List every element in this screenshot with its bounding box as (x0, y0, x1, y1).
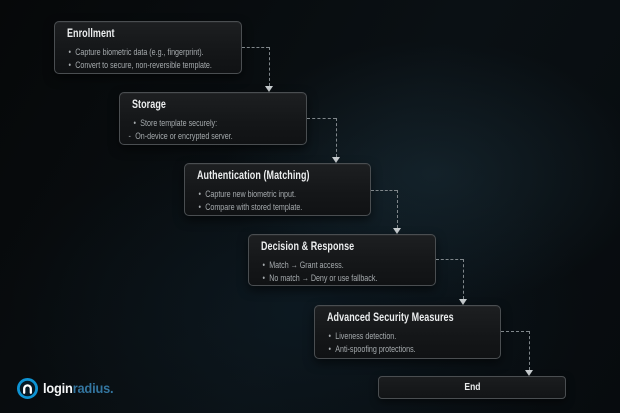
node-authentication-bullet-2: • Compare with stored template. (197, 202, 362, 215)
connector-3-arrowhead-icon (393, 228, 401, 234)
connector-2-horizontal (307, 118, 336, 119)
node-advanced-bullet-2: • Anti-spoofing protections. (327, 344, 492, 357)
node-storage: Storage • Store template securely: - On-… (119, 92, 307, 145)
connector-4-horizontal (436, 259, 463, 260)
bullet-marker: - (128, 130, 131, 142)
connector-1-arrowhead-icon (265, 86, 273, 92)
node-decision-bullet-2: • No match → Deny or use fallback. (261, 273, 427, 286)
connector-4-arrowhead-icon (459, 299, 467, 305)
connector-5-horizontal (501, 331, 529, 332)
connector-3-horizontal (371, 190, 397, 191)
connector-2-vertical (336, 118, 337, 157)
bullet-text: Capture biometric data (e.g., fingerprin… (75, 47, 204, 58)
connector-2-arrowhead-icon (332, 157, 340, 163)
bullet-text: Match → Grant access. (269, 260, 344, 271)
connector-4-vertical (463, 259, 464, 299)
node-decision-response-title: Decision & Response (261, 241, 355, 253)
connector-3-vertical (397, 190, 398, 228)
bullet-marker: • (262, 260, 265, 271)
connector-5-arrowhead-icon (525, 370, 533, 376)
bullet-marker: • (328, 343, 331, 355)
bullet-marker: • (133, 118, 136, 129)
bullet-text: Compare with stored template. (205, 201, 303, 213)
bullet-text: Store template securely: (140, 118, 218, 129)
node-end: End (378, 376, 566, 399)
node-storage-bullet-1: • Store template securely: (132, 118, 298, 131)
bullet-marker: • (68, 59, 71, 71)
loginradius-logo: loginradius. (17, 378, 117, 399)
loginradius-logo-text: loginradius. (43, 381, 114, 396)
loginradius-logo-icon (17, 378, 38, 399)
connector-1-horizontal (242, 47, 269, 48)
node-authentication-bullet-1: • Capture new biometric input. (197, 189, 362, 202)
logo-text-login: login (43, 381, 73, 396)
bullet-marker: • (262, 272, 265, 284)
bullet-text: Capture new biometric input. (205, 189, 296, 200)
bullet-marker: • (328, 331, 331, 342)
bullet-text: Liveness detection. (335, 331, 397, 342)
node-advanced-security-title: Advanced Security Measures (327, 312, 454, 324)
node-enrollment-bullet-2: • Convert to secure, non-reversible temp… (67, 60, 233, 73)
bullet-text: On-device or encrypted server. (135, 130, 233, 142)
bullet-marker: • (198, 201, 201, 213)
connector-1-vertical (269, 47, 270, 86)
node-enrollment: Enrollment • Capture biometric data (e.g… (54, 21, 242, 74)
bullet-text: Anti-spoofing protections. (335, 343, 416, 355)
node-authentication-title: Authentication (Matching) (197, 170, 310, 182)
node-authentication: Authentication (Matching) • Capture new … (184, 163, 371, 216)
node-decision-bullet-1: • Match → Grant access. (261, 260, 427, 273)
bullet-text: Convert to secure, non-reversible templa… (75, 59, 212, 71)
node-storage-title: Storage (132, 99, 166, 111)
node-storage-bullet-2: - On-device or encrypted server. (127, 131, 293, 144)
node-decision-response: Decision & Response • Match → Grant acce… (248, 234, 436, 286)
bullet-text: No match → Deny or use fallback. (269, 272, 378, 284)
node-enrollment-title: Enrollment (67, 28, 115, 40)
bullet-marker: • (198, 189, 201, 200)
connector-5-vertical (529, 331, 530, 370)
bullet-marker: • (68, 47, 71, 58)
node-advanced-bullet-1: • Liveness detection. (327, 331, 492, 344)
logo-text-radius: radius. (72, 381, 114, 396)
node-end-label: End (463, 382, 481, 393)
node-enrollment-bullet-1: • Capture biometric data (e.g., fingerpr… (67, 47, 233, 60)
node-advanced-security: Advanced Security Measures • Liveness de… (314, 305, 501, 359)
